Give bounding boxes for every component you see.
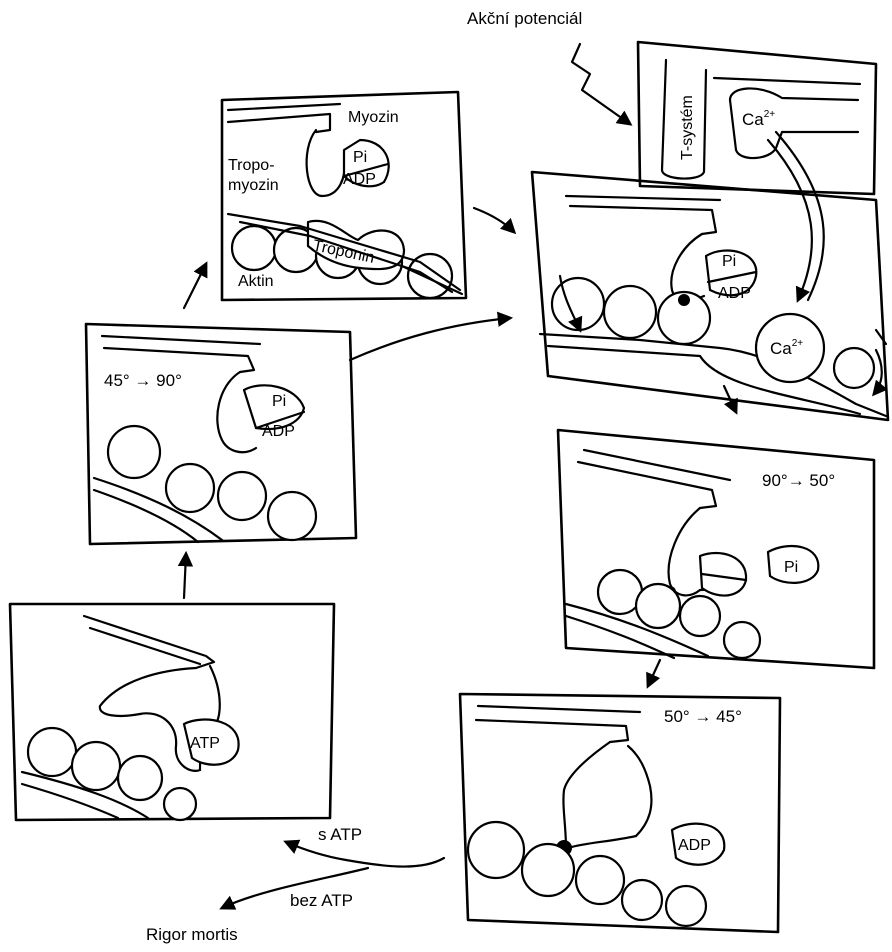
actin-label: Aktin — [238, 273, 274, 290]
action-potential-arrow — [572, 44, 630, 124]
atp-label: ATP — [190, 735, 220, 752]
panel-90-to-50 — [558, 430, 874, 668]
panel-resting-state — [222, 92, 466, 300]
arrow-p3-to-p1 — [184, 264, 206, 308]
panel-50-to-45 — [460, 694, 780, 932]
phosphate-label-p2: Pi — [722, 253, 736, 270]
phosphate-label-p1: Pi — [353, 149, 367, 166]
t-system-label: T-systém — [679, 95, 696, 160]
arrow-p5-to-p3 — [184, 554, 186, 598]
angle-45-90-label: 45° → 90° — [104, 371, 182, 390]
arrow-p4-to-p6 — [648, 660, 660, 686]
panel-calcium-bound — [532, 172, 888, 420]
myosin-label: Myozin — [348, 109, 399, 126]
adp-label-p3: ADP — [262, 423, 295, 440]
action-potential-label: Akční potenciál — [467, 9, 582, 28]
rigor-mortis-label: Rigor mortis — [146, 925, 238, 944]
phosphate-label-released: Pi — [784, 559, 798, 576]
panel-45-to-90 — [86, 324, 356, 544]
arrow-p1-to-p2 — [474, 208, 514, 232]
calcium-label-top: Ca2+ — [742, 109, 775, 129]
with-atp-label: s ATP — [318, 825, 362, 844]
calcium-release-arrow — [768, 140, 812, 300]
tropomyosin-label-line2: myozin — [228, 177, 279, 194]
angle-90-50-label: 90°→ 50° — [762, 471, 835, 490]
adp-label-p1: ADP — [343, 171, 376, 188]
adp-label-p6: ADP — [678, 837, 711, 854]
arrow-with-atp — [286, 842, 444, 867]
without-atp-label: bez ATP — [290, 891, 353, 910]
phosphate-label-p3: Pi — [272, 393, 286, 410]
angle-50-45-label: 50° → 45° — [664, 707, 742, 726]
arrow-p3-to-p2 — [350, 318, 510, 360]
panel-atp-bound — [10, 604, 334, 820]
calcium-release-arrow-2 — [776, 132, 824, 300]
tropomyosin-label-line1: Tropo- — [228, 157, 275, 174]
adp-label-p2: ADP — [718, 285, 751, 302]
